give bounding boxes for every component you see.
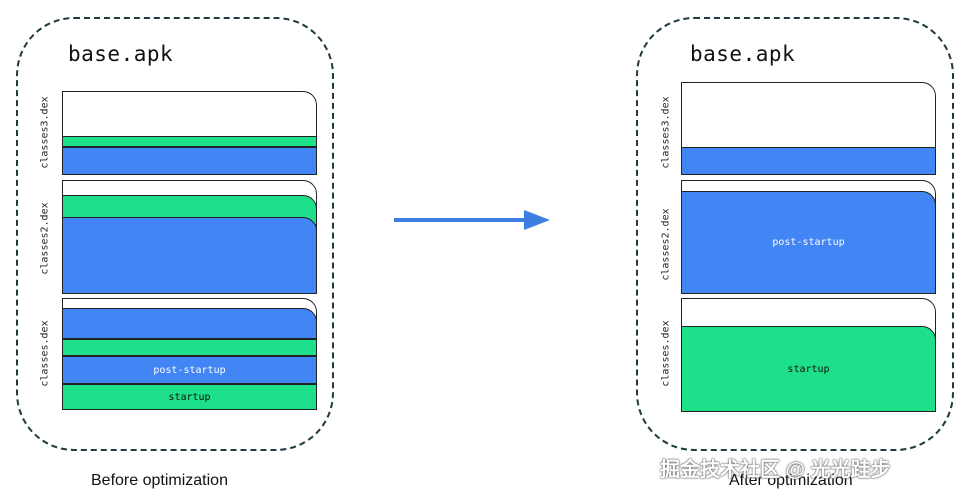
before-classes2-dex-label: classes2.dex bbox=[39, 202, 51, 275]
before-classes3-band-1 bbox=[62, 136, 317, 147]
before-startup-label: startup bbox=[168, 392, 211, 403]
after-apk-container bbox=[636, 17, 954, 451]
after-classes-band-startup: startup bbox=[681, 326, 936, 412]
after-apk-title: base.apk bbox=[690, 42, 796, 66]
after-classes-dex-label: classes.dex bbox=[660, 320, 672, 387]
after-classes3-band-1 bbox=[681, 147, 936, 175]
before-classes-band-1 bbox=[62, 308, 317, 339]
before-classes3-dex-label: classes3.dex bbox=[39, 96, 51, 169]
before-apk-container bbox=[16, 17, 334, 451]
before-classes-band-2 bbox=[62, 339, 317, 356]
arrow-icon bbox=[394, 210, 550, 230]
before-classes-dex: post-startup startup bbox=[62, 298, 317, 410]
before-classes3-band-2 bbox=[62, 147, 317, 175]
before-caption: Before optimization bbox=[91, 472, 228, 489]
before-classes-band-post-startup: post-startup bbox=[62, 356, 317, 384]
after-classes3-dex bbox=[681, 82, 936, 175]
watermark-text: 掘金技术社区 @ 光光跬步 bbox=[660, 459, 891, 481]
before-classes2-band-2 bbox=[62, 217, 317, 294]
after-classes2-dex-label: classes2.dex bbox=[660, 208, 672, 281]
before-classes-dex-label: classes.dex bbox=[39, 320, 51, 387]
after-caption: After optimization bbox=[729, 472, 853, 489]
after-post-startup-label: post-startup bbox=[772, 237, 845, 248]
before-classes-band-startup: startup bbox=[62, 384, 317, 410]
before-classes2-dex bbox=[62, 180, 317, 294]
after-classes2-dex: post-startup bbox=[681, 180, 936, 294]
after-classes3-dex-label: classes3.dex bbox=[660, 96, 672, 169]
before-apk-title: base.apk bbox=[68, 42, 174, 66]
before-classes3-dex bbox=[62, 91, 317, 175]
before-post-startup-label: post-startup bbox=[153, 365, 226, 376]
after-classes-dex: startup bbox=[681, 298, 936, 412]
after-startup-label: startup bbox=[787, 364, 830, 375]
after-classes2-band-post-startup: post-startup bbox=[681, 191, 936, 294]
